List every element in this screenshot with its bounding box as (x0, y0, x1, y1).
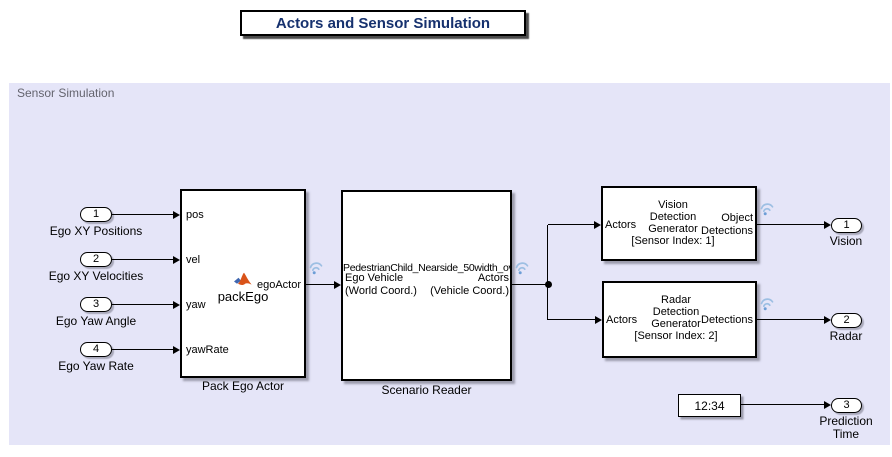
inport-4-label: Ego Yaw Rate (58, 359, 134, 373)
radar-sensor-index: [Sensor Index: 2] (634, 330, 718, 342)
inport-3-label: Ego Yaw Angle (55, 314, 137, 328)
inport-1[interactable]: 1 (80, 207, 112, 222)
radar-line1: Radar (661, 294, 691, 306)
scenario-port-ego-vehicle: Ego Vehicle (345, 272, 404, 284)
arrowhead-icon (173, 301, 180, 309)
pack-ego-actor-block-label: Pack Ego Actor (201, 379, 285, 393)
arrowhead-icon (595, 316, 602, 324)
streaming-signal-icon[interactable] (514, 261, 531, 276)
prediction-label-line2: Time (832, 427, 860, 441)
inport-2[interactable]: 2 (80, 252, 112, 267)
wire-vision-out[interactable] (757, 224, 824, 226)
streaming-signal-icon[interactable] (308, 261, 325, 276)
radar-block-text: Radar Detection Generator [Sensor Index:… (602, 294, 750, 342)
scenario-file-name: PedestrianChild_Nearside_50width_ov (343, 263, 510, 274)
pack-ego-function-name: packEgo (217, 289, 269, 304)
arrowhead-icon (824, 316, 831, 324)
arrowhead-icon (173, 211, 180, 219)
vision-detection-generator-block[interactable] (601, 186, 757, 261)
outport-vision[interactable]: 1 (831, 218, 862, 233)
vision-line1: Vision (658, 199, 688, 211)
scenario-port-world-coord: (World Coord.) (345, 285, 417, 297)
radar-detection-generator-block[interactable] (602, 281, 757, 358)
branch-point[interactable] (545, 281, 552, 288)
arrowhead-icon (334, 281, 341, 289)
inport-3[interactable]: 3 (80, 297, 112, 312)
arrowhead-icon (173, 256, 180, 264)
wire-actors-out[interactable] (512, 284, 548, 286)
vision-sensor-index: [Sensor Index: 1] (631, 235, 715, 247)
vision-line2: Detection (649, 211, 697, 223)
streaming-signal-icon[interactable] (759, 202, 776, 217)
wire-inport-pos[interactable] (112, 214, 174, 216)
outport-radar-label: Radar (829, 329, 863, 343)
prediction-label-line1: Prediction (819, 414, 873, 428)
digital-clock-block[interactable]: 12:34 (678, 394, 741, 417)
vision-port-actors: Actors (605, 219, 637, 231)
radar-port-actors: Actors (606, 314, 638, 326)
wire-inport-vel[interactable] (112, 259, 174, 261)
vision-port-out-line2: Detections (701, 224, 753, 237)
arrowhead-icon (173, 346, 180, 354)
streaming-signal-icon[interactable] (759, 297, 776, 312)
outport-prediction-time-label: Prediction Time (811, 415, 881, 441)
wire-egoactor[interactable] (306, 284, 334, 286)
wire-inport-yaw[interactable] (112, 304, 174, 306)
radar-line3: Generator (651, 318, 701, 330)
wire-actors-to-vision[interactable] (548, 224, 594, 226)
outport-prediction-time[interactable]: 3 (831, 398, 862, 413)
wire-clock-out[interactable] (741, 404, 824, 406)
inport-1-label: Ego XY Positions (49, 224, 143, 238)
scenario-reader-block-label: Scenario Reader (381, 383, 472, 397)
radar-line2: Detection (652, 306, 700, 318)
sensor-simulation-area-label: Sensor Simulation (17, 86, 115, 100)
scenario-reader-block[interactable] (341, 190, 512, 381)
arrowhead-icon (824, 401, 831, 409)
wire-actors-to-radar[interactable] (548, 319, 595, 321)
pack-ego-port-egoactor: egoActor (256, 279, 301, 291)
vision-port-object-detections: Object Detections (640, 212, 753, 237)
vision-line3: Generator (648, 223, 698, 235)
wire-radar-out[interactable] (757, 319, 824, 321)
pack-ego-port-vel: vel (186, 254, 201, 266)
arrowhead-icon (594, 221, 601, 229)
title-annotation[interactable]: Actors and Sensor Simulation (240, 10, 526, 36)
pack-ego-port-pos: pos (186, 209, 204, 221)
wire-actors-branch-vertical[interactable] (547, 225, 549, 320)
outport-radar[interactable]: 2 (831, 313, 862, 328)
vision-port-out-line1: Object (721, 212, 753, 224)
radar-port-detections: Detections (701, 314, 753, 326)
arrowhead-icon (824, 221, 831, 229)
pack-ego-port-yawrate: yawRate (186, 344, 229, 356)
wire-inport-yawrate[interactable] (112, 349, 174, 351)
inport-4[interactable]: 4 (80, 342, 112, 357)
scenario-port-actors: Actors (477, 272, 509, 284)
outport-vision-label: Vision (829, 234, 863, 248)
vision-block-text: Vision Detection Generator [Sensor Index… (601, 199, 745, 247)
pack-ego-port-yaw: yaw (186, 299, 206, 311)
matlab-function-icon (234, 272, 252, 285)
inport-2-label: Ego XY Velocities (48, 269, 144, 283)
scenario-port-vehicle-coord: (Vehicle Coord.) (430, 285, 509, 297)
